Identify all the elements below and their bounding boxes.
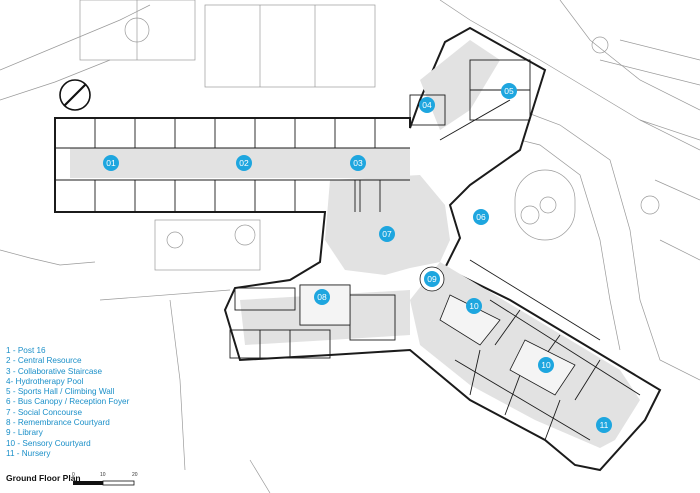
legend-item: 11 - Nursery xyxy=(6,448,51,458)
marker-06[interactable]: 06 xyxy=(473,209,489,225)
marker-08[interactable]: 08 xyxy=(314,289,330,305)
marker-05[interactable]: 05 xyxy=(501,83,517,99)
legend-item: 7 - Social Concourse xyxy=(6,407,82,417)
legend-item: 1 - Post 16 xyxy=(6,346,46,355)
north-arrow-icon xyxy=(59,79,91,111)
marker-10b[interactable]: 10 xyxy=(538,357,554,373)
marker-label: 07 xyxy=(382,229,392,239)
legend: 1 - Post 16 2 - Central Resource 3 - Col… xyxy=(6,346,129,459)
marker-label: 09 xyxy=(427,274,437,284)
scale-tick-20: 20 xyxy=(132,472,138,478)
scale-tick-0: 0 xyxy=(72,472,75,478)
marker-label: 06 xyxy=(476,212,486,222)
marker-label: 01 xyxy=(106,158,116,168)
plan-title: Ground Floor Plan xyxy=(6,473,81,483)
marker-11[interactable]: 11 xyxy=(596,417,612,433)
legend-item: 3 - Collaborative Staircase xyxy=(6,366,103,376)
legend-item: 9 - Library xyxy=(6,428,43,438)
legend-item: 8 - Remembrance Courtyard xyxy=(6,418,110,428)
marker-02[interactable]: 02 xyxy=(236,155,252,171)
marker-09[interactable]: 09 xyxy=(424,271,440,287)
marker-label: 08 xyxy=(317,292,327,302)
marker-10a[interactable]: 10 xyxy=(466,298,482,314)
legend-item: 10 - Sensory Courtyard xyxy=(6,438,91,448)
marker-07[interactable]: 07 xyxy=(379,226,395,242)
legend-item: 6 - Bus Canopy / Reception Foyer xyxy=(6,397,130,407)
marker-03[interactable]: 03 xyxy=(350,155,366,171)
legend-item: 5 - Sports Hall / Climbing Wall xyxy=(6,387,115,397)
marker-label: 11 xyxy=(600,420,609,430)
marker-label: 05 xyxy=(504,86,514,96)
marker-label: 02 xyxy=(239,158,249,168)
marker-01[interactable]: 01 xyxy=(103,155,119,171)
legend-item: 4- Hydrotherapy Pool xyxy=(6,376,84,386)
scale-bar-graphic xyxy=(73,480,135,486)
legend-item: 2 - Central Resource xyxy=(6,356,82,366)
marker-label: 10 xyxy=(469,301,479,311)
marker-04[interactable]: 04 xyxy=(419,97,435,113)
marker-label: 03 xyxy=(353,158,363,168)
marker-label: 10 xyxy=(541,360,551,370)
scale-tick-10: 10 xyxy=(100,472,106,478)
marker-label: 04 xyxy=(422,100,432,110)
